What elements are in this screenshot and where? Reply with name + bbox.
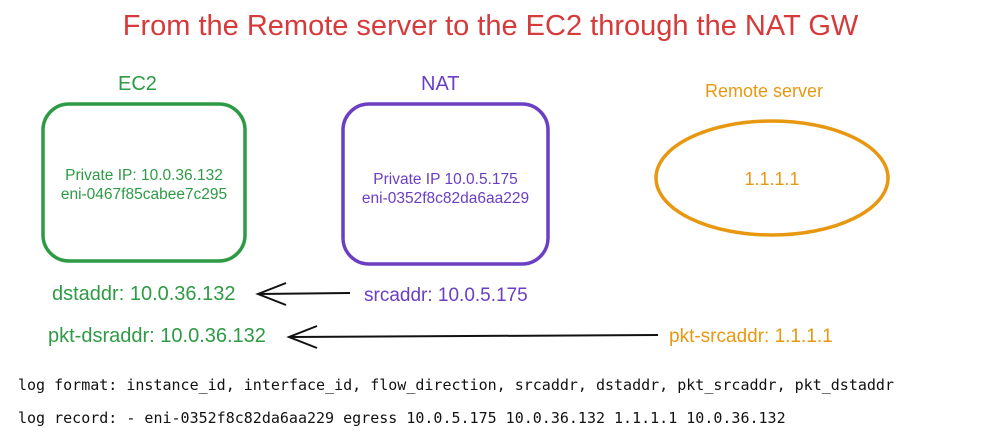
nat-private-ip: Private IP 10.0.5.175: [373, 171, 518, 188]
log-format-line: log format: instance_id, interface_id, f…: [18, 376, 894, 394]
nat-label: NAT: [421, 73, 460, 95]
arrow-pkt-srcaddr-to-pkt-dsraddr: [286, 325, 659, 349]
ec2-private-ip: Private IP: 10.0.36.132: [65, 167, 223, 184]
srcaddr-label: srcaddr: 10.0.5.175: [364, 285, 528, 306]
ec2-eni: eni-0467f85cabee7c295: [60, 186, 228, 203]
remote-server-ellipse: [654, 119, 890, 237]
remote-server-label: Remote server: [705, 81, 824, 101]
pkt-dsraddr-label: pkt-dsraddr: 10.0.36.132: [48, 325, 266, 347]
nat-eni: eni-0352f8c82da6aa229: [361, 190, 530, 207]
nat-details: Private IP 10.0.5.175 eni-0352f8c82da6aa…: [343, 170, 548, 208]
log-record-line: log record: - eni-0352f8c82da6aa229 egre…: [18, 409, 786, 427]
ec2-details: Private IP: 10.0.36.132 eni-0467f85cabee…: [43, 166, 245, 204]
ec2-label: EC2: [118, 73, 157, 95]
pkt-srcaddr-label: pkt-srcaddr: 1.1.1.1: [669, 326, 833, 347]
diagram-title: From the Remote server to the EC2 throug…: [122, 10, 859, 42]
dstaddr-label: dstaddr: 10.0.36.132: [52, 283, 236, 305]
ec2-box: [41, 102, 247, 263]
arrow-srcaddr-to-dstaddr: [255, 282, 351, 306]
remote-server-ip: 1.1.1.1: [744, 169, 800, 189]
nat-box: [341, 102, 550, 266]
